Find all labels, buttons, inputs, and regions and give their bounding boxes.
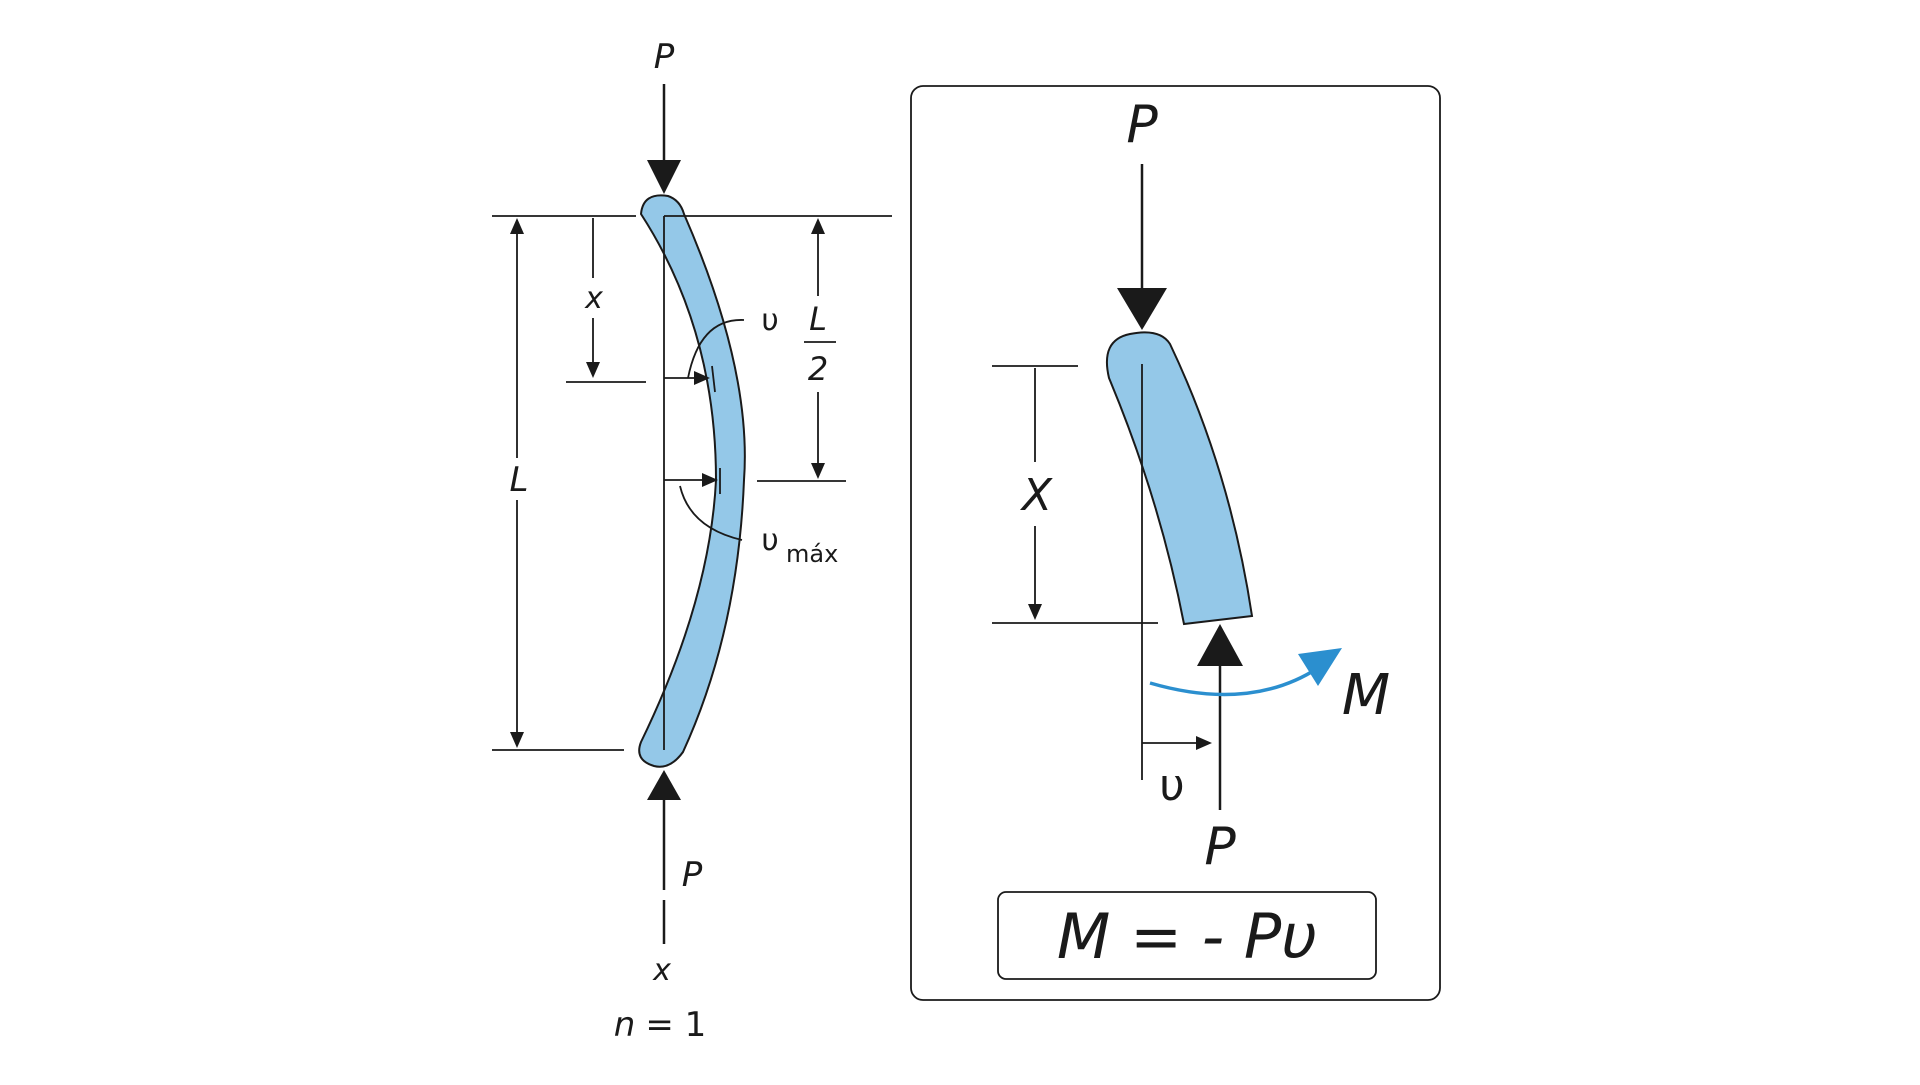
top-load-arrowhead — [647, 160, 681, 194]
half-length-numerator: L — [809, 300, 827, 338]
deflection-arrowhead — [694, 371, 710, 385]
deflection-tick — [711, 365, 716, 393]
length-arrow-up — [510, 218, 524, 234]
moment-label: M — [1342, 663, 1390, 728]
max-deflection-leader — [679, 485, 743, 541]
reaction-load-label: P — [1204, 817, 1236, 877]
top-load-label: P — [654, 37, 675, 77]
mode-label: n= 1 — [614, 1005, 707, 1045]
max-deflection-label: υ — [761, 523, 778, 558]
reaction-load-arrowhead — [1197, 624, 1243, 666]
free-body-x-dim-arrow — [1028, 604, 1042, 620]
axis-label: x — [652, 953, 671, 988]
left-figure: P L x L 2 — [492, 37, 892, 1045]
mode-equation: = 1 — [645, 1005, 706, 1045]
bent-column — [638, 194, 746, 768]
bottom-load-arrowhead — [647, 770, 681, 800]
half-length-denominator: 2 — [808, 350, 828, 388]
free-body-position-label: X — [1020, 470, 1053, 521]
free-body-top-load-arrowhead — [1117, 288, 1167, 330]
max-deflection-arrowhead — [702, 473, 718, 487]
moment-equation: M = - Pυ — [1057, 900, 1317, 973]
half-dim-arrow-up — [811, 218, 825, 234]
equation-box — [997, 891, 1377, 980]
x-dim-arrow — [586, 362, 600, 378]
mode-variable: n — [614, 1005, 636, 1045]
half-dim-arrow-down — [811, 463, 825, 479]
length-arrow-down — [510, 732, 524, 748]
free-body-deflection-label: υ — [1159, 760, 1184, 811]
position-label: x — [584, 281, 603, 316]
moment-arrow-curve — [1149, 666, 1319, 697]
deflection-label: υ — [761, 303, 778, 338]
max-deflection-subscript: máx — [786, 540, 838, 568]
right-figure-panel: P X P M υ M = - Pυ — [910, 85, 1441, 1001]
free-body-top-load-label: P — [1126, 95, 1158, 155]
bottom-load-label: P — [682, 855, 703, 895]
column-segment — [1105, 331, 1254, 626]
free-body-deflection-arrowhead — [1196, 736, 1212, 750]
deflection-leader — [687, 319, 745, 379]
length-label: L — [510, 460, 529, 500]
moment-arrowhead — [1298, 648, 1342, 686]
